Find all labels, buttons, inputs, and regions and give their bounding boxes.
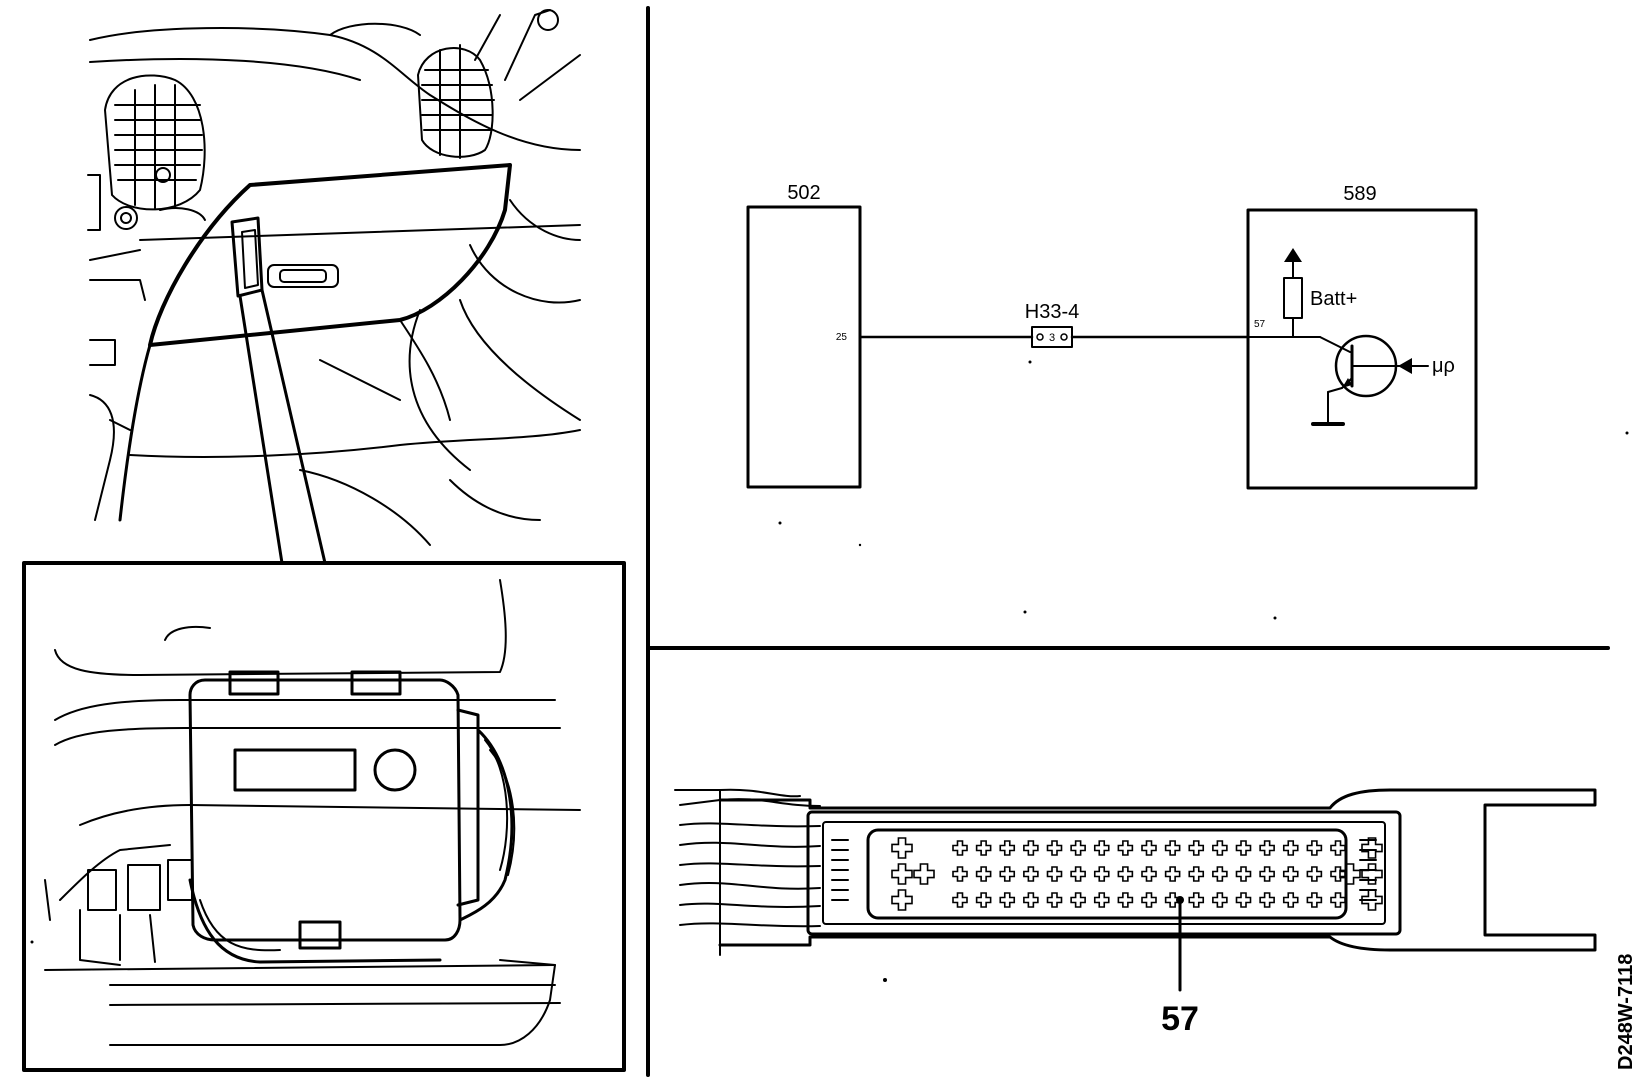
pin-cavity — [1339, 863, 1361, 885]
connector-h33-4: 3 H33-4 — [1025, 301, 1079, 348]
pin-cavity — [891, 837, 913, 859]
pin-cavity — [1164, 866, 1181, 882]
pin-cavity — [1070, 866, 1086, 882]
pin-cavity — [913, 863, 935, 885]
pin-cavity — [1282, 892, 1299, 908]
pin-cavity — [1306, 892, 1323, 908]
pin-cavity — [891, 863, 913, 885]
pin-cavity — [1259, 866, 1275, 882]
connector-pin-view: 57 — [674, 788, 1597, 1038]
connector-pin-number: 3 — [1049, 332, 1055, 344]
pin-cavity — [1212, 892, 1228, 908]
batt-plus-label: Batt+ — [1310, 288, 1357, 310]
pin-cavity — [1282, 840, 1299, 856]
pin-cavity — [1330, 866, 1346, 882]
pin-cavity — [1212, 840, 1228, 856]
pin-cavity — [1141, 892, 1157, 908]
pin-cavity — [1282, 866, 1299, 882]
glovebox-handle — [267, 264, 339, 288]
right-air-vent — [417, 44, 495, 159]
pin-cavity — [1212, 866, 1228, 882]
pin-cavity — [1093, 892, 1110, 908]
pin-cavity — [1164, 892, 1181, 908]
pin-cavity — [1188, 866, 1205, 882]
pin-cavity — [1046, 866, 1063, 882]
component-502-pin: 25 — [836, 332, 848, 343]
pin-cavity — [1235, 840, 1252, 856]
wire-harness — [674, 788, 821, 928]
scan-specks — [30, 360, 1629, 982]
pin-cavity — [1093, 840, 1110, 856]
pin-cavity — [999, 840, 1016, 856]
ecu-module — [188, 670, 516, 950]
microprocessor-label: μρ — [1432, 355, 1455, 377]
pin-cavity — [952, 892, 968, 908]
circuit-schematic: 502 25 3 H33-4 589 57 Batt+ — [746, 182, 1478, 490]
pin-cavity — [1361, 863, 1383, 885]
figure-code: D248W-7118 — [1615, 954, 1637, 1070]
pin-cavity — [1117, 866, 1134, 882]
pin-57-callout-label: 57 — [1161, 1000, 1199, 1038]
pin-cavity — [1023, 866, 1039, 882]
pin-cavity — [975, 892, 992, 908]
pin-cavity — [1306, 840, 1323, 856]
dashboard-location-sketch — [87, 9, 581, 565]
component-589-box — [1246, 208, 1478, 490]
pin-cavity — [1117, 840, 1134, 856]
pin-cavity — [952, 840, 968, 856]
pin-cavity — [1259, 892, 1275, 908]
pin-cavity — [1188, 840, 1205, 856]
pin-cavity — [1164, 840, 1181, 856]
supply-arrow-icon — [1284, 248, 1302, 262]
component-502-box — [746, 205, 862, 489]
pin-cavity — [1046, 840, 1063, 856]
pin-cavity — [1330, 892, 1346, 908]
pin-cavity — [1235, 866, 1252, 882]
pin-cavity — [1070, 840, 1086, 856]
pin-cavity — [1117, 892, 1134, 908]
pin-cavity — [1361, 837, 1383, 859]
pin-cavity — [1070, 892, 1086, 908]
component-502-label: 502 — [787, 182, 820, 204]
pin-cavity — [1046, 892, 1063, 908]
output-transistor-circuit: Batt+ μρ — [1247, 248, 1455, 426]
pin-cavity — [999, 866, 1016, 882]
pin-cavity — [1188, 892, 1205, 908]
pin-cavity — [1235, 892, 1252, 908]
pin-cavity — [952, 866, 968, 882]
connector-h33-4-label: H33-4 — [1025, 301, 1079, 323]
left-air-vent — [104, 74, 206, 211]
pin-cavity — [999, 892, 1016, 908]
pin-cavity — [1306, 866, 1323, 882]
pin-cavity-grid — [891, 837, 1383, 911]
pin-cavity — [1141, 840, 1157, 856]
component-589-pin: 57 — [1254, 319, 1266, 330]
pin-cavity — [1093, 866, 1110, 882]
pin-cavity — [1361, 889, 1383, 911]
pin-cavity — [975, 866, 992, 882]
relay-cluster — [44, 844, 193, 966]
pin-cavity — [891, 889, 913, 911]
signal-input-arrow-icon — [1398, 358, 1412, 374]
pin-cavity — [1330, 840, 1346, 856]
pin-cavity — [1023, 840, 1039, 856]
pin-cavity — [1259, 840, 1275, 856]
component-589-label: 589 — [1343, 183, 1376, 205]
panel-dividers — [646, 6, 1610, 1077]
pin-cavity — [975, 840, 992, 856]
ecu-detail-inset — [22, 561, 626, 1072]
pin-cavity — [1141, 866, 1157, 882]
pin-cavity — [1023, 892, 1039, 908]
